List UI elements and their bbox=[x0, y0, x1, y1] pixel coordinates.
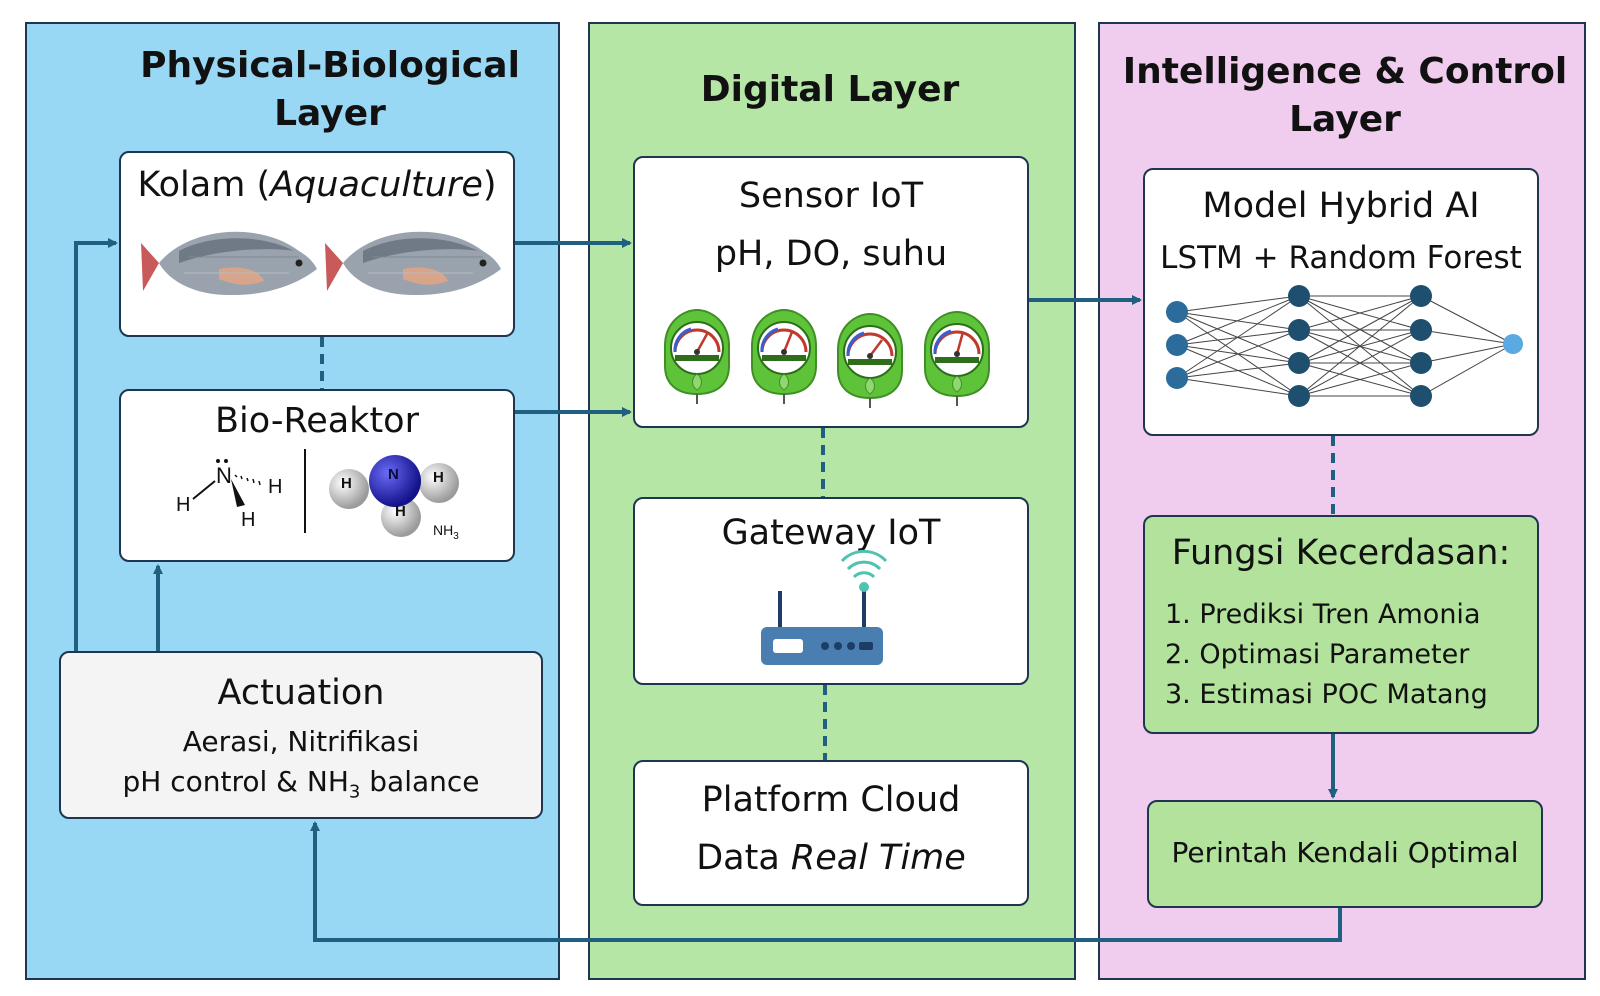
list-item: 3. Estimasi POC Matang bbox=[1165, 679, 1488, 710]
gauge-icon bbox=[751, 308, 817, 404]
nn-edge bbox=[1298, 329, 1422, 397]
intel-layer-title: Intelligence & Control Layer bbox=[1122, 51, 1568, 140]
model-subtitle: LSTM + Random Forest bbox=[1160, 240, 1522, 276]
model-hybrid-ai-box: Model Hybrid AI LSTM + Random Forest bbox=[1143, 168, 1539, 436]
perintah-label: Perintah Kendali Optimal bbox=[1171, 836, 1519, 869]
nn-edge bbox=[1420, 343, 1514, 364]
nn-edge bbox=[1420, 329, 1514, 345]
actuation-box: Actuation Aerasi, Nitrifikasi pH control… bbox=[59, 651, 543, 819]
svg-text:H: H bbox=[341, 475, 352, 492]
fungsi-kecerdasan-box: Fungsi Kecerdasan: 1. Prediksi Tren Amon… bbox=[1143, 515, 1539, 734]
fish-icons bbox=[141, 231, 501, 296]
model-title: Model Hybrid AI bbox=[1202, 186, 1480, 226]
cloud-line1: Platform Cloud bbox=[701, 780, 961, 820]
arrow-actuation-kolam bbox=[74, 238, 118, 651]
svg-text:H: H bbox=[395, 503, 406, 520]
list-item: 2. Optimasi Parameter bbox=[1165, 639, 1470, 670]
nn-node bbox=[1410, 352, 1432, 374]
fish-icon bbox=[325, 231, 501, 296]
atom-h-right: H bbox=[268, 476, 282, 498]
nn-node bbox=[1288, 385, 1310, 407]
actuation-title: Actuation bbox=[217, 673, 385, 713]
digital-layer-title: Digital Layer bbox=[700, 69, 960, 110]
nn-node bbox=[1166, 334, 1188, 356]
nn-edge bbox=[1298, 295, 1422, 331]
gateway-title: Gateway IoT bbox=[721, 513, 941, 553]
nn-node bbox=[1410, 285, 1432, 307]
sensor-title: Sensor IoT bbox=[738, 176, 924, 216]
actuation-line1: Aerasi, Nitrifikasi bbox=[182, 725, 420, 758]
svg-text:NH3: NH3 bbox=[433, 522, 459, 542]
nn-edge bbox=[1298, 295, 1422, 397]
bio-reaktor-box: Bio-Reaktor N H H H H H H bbox=[119, 389, 515, 562]
gauge-icon bbox=[924, 310, 990, 406]
nn-edge bbox=[1176, 377, 1300, 397]
atom-h-bottom: H bbox=[241, 509, 255, 531]
sensor-iot-box: Sensor IoT pH, DO, suhu bbox=[633, 156, 1029, 428]
svg-text:H: H bbox=[433, 469, 444, 486]
nn-edge bbox=[1176, 295, 1300, 379]
nn-node bbox=[1166, 301, 1188, 323]
perintah-kendali-box: Perintah Kendali Optimal bbox=[1147, 800, 1543, 908]
nn-edge bbox=[1420, 295, 1514, 345]
fish-icon bbox=[141, 231, 317, 296]
kolam-title: Kolam (Aquaculture) bbox=[137, 165, 497, 205]
router-icon bbox=[761, 549, 888, 665]
nn-node bbox=[1166, 367, 1188, 389]
arrow-feedback-actuation bbox=[310, 821, 1342, 942]
bio-reaktor-title: Bio-Reaktor bbox=[215, 401, 419, 441]
nn-node bbox=[1288, 285, 1310, 307]
gateway-iot-box: Gateway IoT bbox=[633, 497, 1029, 685]
actuation-line2: pH control & NH3 balance bbox=[122, 765, 480, 803]
neural-network-icon bbox=[1166, 285, 1523, 407]
ammonia-molecule-icon: N H H H H H H N NH3 bbox=[176, 449, 459, 542]
fungsi-list: 1. Prediksi Tren Amonia 2. Optimasi Para… bbox=[1165, 595, 1525, 715]
nn-node bbox=[1288, 319, 1310, 341]
nn-node bbox=[1410, 319, 1432, 341]
nn-edge bbox=[1176, 362, 1300, 379]
gauge-icon bbox=[837, 312, 903, 408]
nn-edge bbox=[1420, 343, 1514, 397]
nn-edge bbox=[1298, 295, 1422, 364]
atom-h-left: H bbox=[176, 494, 190, 516]
cloud-line2: Data Real Time bbox=[696, 838, 966, 878]
sensor-subtitle: pH, DO, suhu bbox=[714, 234, 948, 274]
list-item: 1. Prediksi Tren Amonia bbox=[1165, 599, 1481, 630]
nn-edge bbox=[1176, 329, 1300, 379]
nn-node bbox=[1503, 334, 1523, 354]
nn-edge bbox=[1176, 295, 1300, 346]
nn-node bbox=[1288, 352, 1310, 374]
fungsi-title: Fungsi Kecerdasan: bbox=[1171, 533, 1511, 573]
nn-edge bbox=[1176, 295, 1300, 313]
gauge-icon bbox=[664, 308, 730, 404]
nn-edge bbox=[1298, 362, 1422, 397]
nn-node bbox=[1410, 385, 1432, 407]
sensor-gauges bbox=[664, 308, 990, 408]
atom-n: N bbox=[216, 463, 232, 488]
physical-layer-title: Physical-Biological Layer bbox=[140, 45, 520, 134]
kolam-box: Kolam (Aquaculture) bbox=[119, 151, 515, 337]
platform-cloud-box: Platform Cloud Data Real Time bbox=[633, 760, 1029, 906]
svg-text:N: N bbox=[388, 466, 399, 483]
